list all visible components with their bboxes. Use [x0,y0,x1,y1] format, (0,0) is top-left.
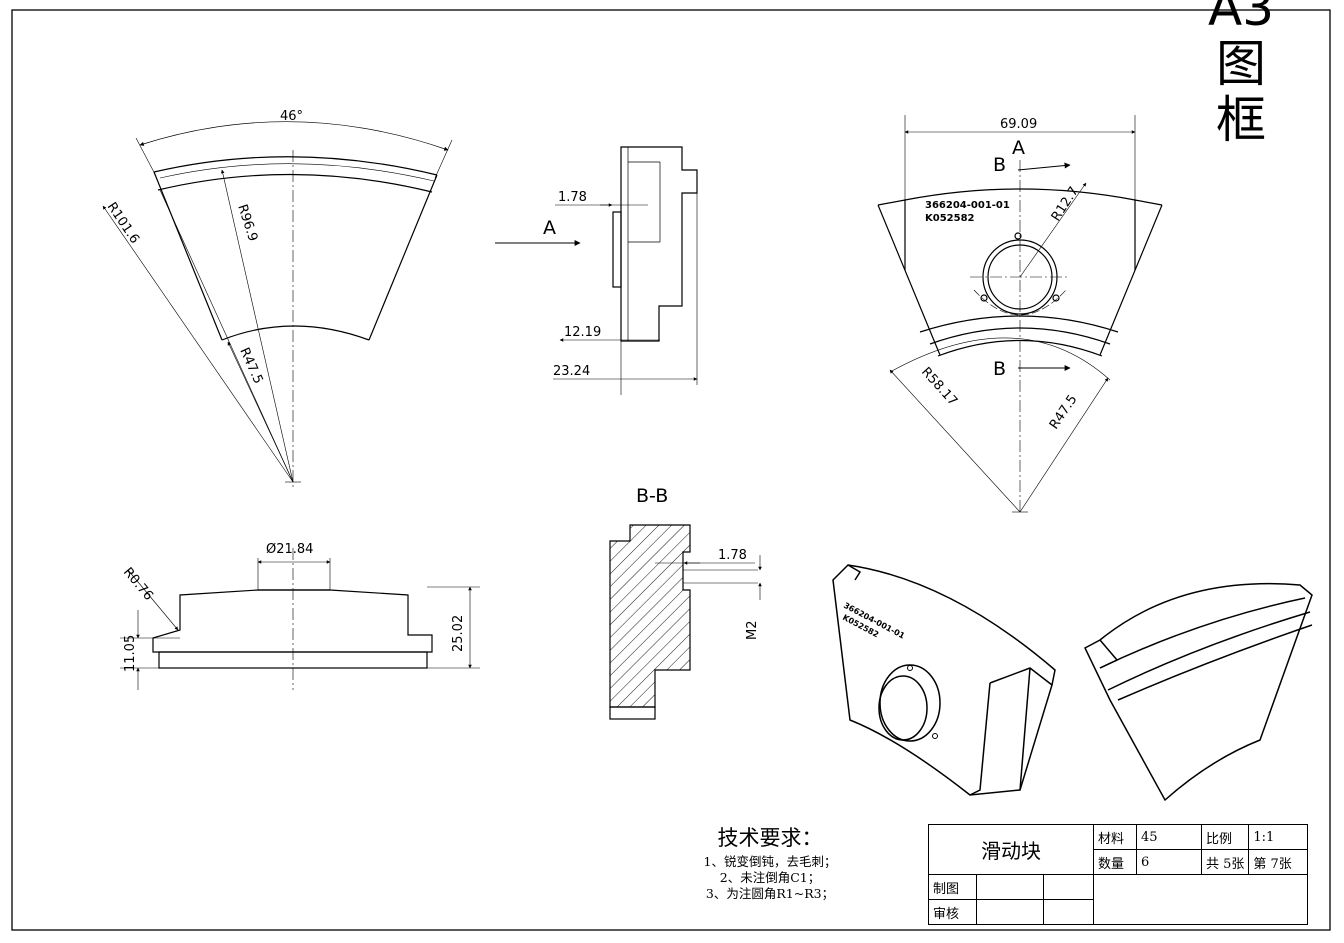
section-title: B-B [636,485,668,507]
material-value: 45 [1136,824,1202,850]
dim-side-2: 12.19 [564,325,601,340]
dim-thread: M2 [745,621,760,641]
title-block: 滑动块 材料 45 比例 1:1 数量 6 共 5张 第 7张 制图 审核 [928,824,1309,925]
view-a [877,115,1163,515]
tech-heading: 技术要求： [717,826,823,850]
dim-diameter: Ø21.84 [266,542,313,557]
dim-h-small: 11.05 [123,635,138,672]
frame-title: A3图 框 [1196,0,1286,148]
sheet-number: 第 7张 [1248,849,1309,875]
tech-line-1: 1、锐变倒钝，去毛刺； [703,854,837,869]
tech-line-3: 3、为注圆角R1~R3； [705,886,835,901]
iso-view-right [1084,582,1313,802]
dim-r-mid: R96.9 [234,203,260,244]
side-view [495,146,698,395]
dim-width: 69.09 [1000,117,1037,132]
material-label: 材料 [1093,824,1137,850]
iso-view-left [832,564,1056,796]
dim-angle: 46° [280,109,303,124]
drawn-blank [975,874,1045,900]
frame-title-line1: A3图 [1207,0,1274,93]
dim-side-1: 1.78 [558,190,587,205]
title-block-empty [1092,874,1309,925]
scale-label: 比例 [1200,824,1250,850]
part-number-1: 366204-001-01 [925,200,1010,211]
dim-r-right: R47.5 [1047,392,1081,432]
sheet-border [11,9,1331,931]
dim-r-outer: R101.6 [104,200,142,247]
section-bb [609,524,762,720]
drawn-label: 制图 [928,874,977,900]
checked-label: 审核 [928,899,977,925]
frame-title-line2: 框 [1216,91,1266,149]
dim-r-inner: R47.5 [236,346,265,387]
section-mark-top: B [993,154,1006,176]
drawn-date [1043,874,1094,900]
part-number-2: K052582 [925,213,975,224]
checked-date [1043,899,1094,925]
qty-label: 数量 [1093,849,1137,875]
scale-value: 1:1 [1248,824,1309,850]
tech-line-2: 2、未注倒角C1； [719,870,821,885]
dim-r-corner: R0.76 [120,565,156,604]
sheet-total: 共 5张 [1200,849,1250,875]
dim-side-3: 23.24 [553,364,590,379]
dim-section: 1.78 [718,548,747,563]
checked-blank [975,899,1045,925]
qty-value: 6 [1136,849,1202,875]
part-name: 滑动块 [928,824,1094,875]
view-a-title: A [1012,137,1025,159]
dim-r-left: R58.17 [918,365,960,409]
view-arrow-label: A [543,217,556,239]
front-view [120,548,480,690]
tech-requirements: 技术要求： 1、锐变倒钝，去毛刺； 2、未注倒角C1； 3、为注圆角R1~R3； [660,822,880,902]
section-mark-bottom: B [993,358,1006,380]
dim-h-total: 25.02 [451,615,466,652]
top-view [102,121,453,490]
